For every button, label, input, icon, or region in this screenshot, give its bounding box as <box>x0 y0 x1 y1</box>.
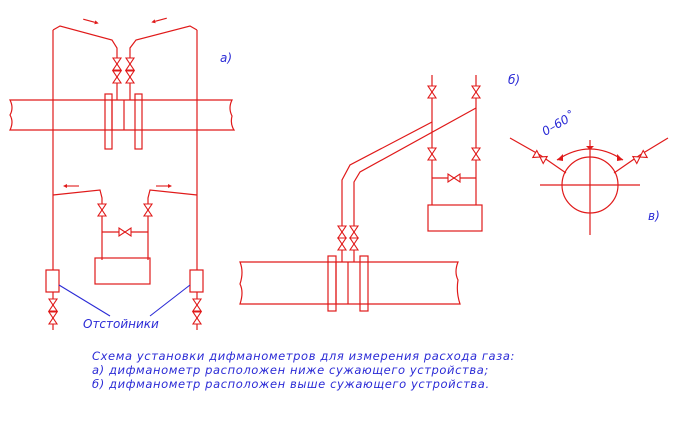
settlers-a <box>45 269 204 330</box>
pipe-b <box>239 255 461 312</box>
label-v: в) <box>648 209 660 223</box>
caption-line-2: а) дифманометр расположен ниже сужающего… <box>92 363 489 377</box>
label-b: б) <box>508 73 520 87</box>
label-a: а) <box>220 51 232 65</box>
impulse-lines-top-a <box>52 15 198 270</box>
settlers-label: Отстойники <box>83 317 159 331</box>
diagram-a: а) Отстойники <box>9 15 236 331</box>
diagram-v: 0–60˚ в) <box>509 108 669 235</box>
pipe-a <box>9 93 236 150</box>
impulse-lines-b <box>337 75 483 262</box>
angle-label: 0–60˚ <box>539 108 577 138</box>
differential-manometer-a <box>94 257 151 285</box>
impulse-lines-bottom-a <box>52 183 198 285</box>
caption-line-3: б) дифманометр расположен выше сужающего… <box>92 377 490 391</box>
differential-manometer-b <box>427 204 483 232</box>
diagram-b: б) <box>239 73 520 312</box>
caption-line-1: Схема установки дифманометров для измере… <box>92 349 515 363</box>
caption: Схема установки дифманометров для измере… <box>92 349 515 391</box>
